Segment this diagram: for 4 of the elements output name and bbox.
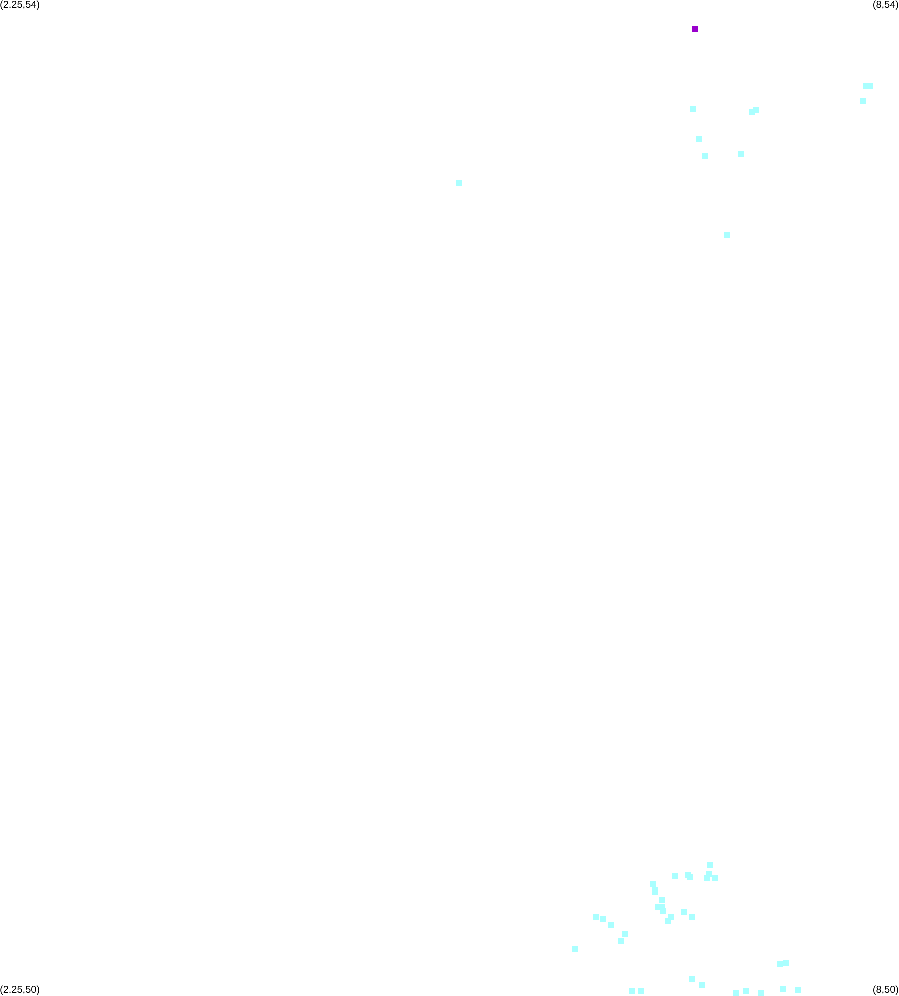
corner-coordinate-label: (2.25,50)	[0, 985, 40, 996]
corner-coordinate-label: (2.25,54)	[0, 0, 40, 11]
corner-coordinate-label: (8,54)	[872, 0, 899, 11]
corner-coordinate-label: (8,50)	[872, 985, 899, 996]
